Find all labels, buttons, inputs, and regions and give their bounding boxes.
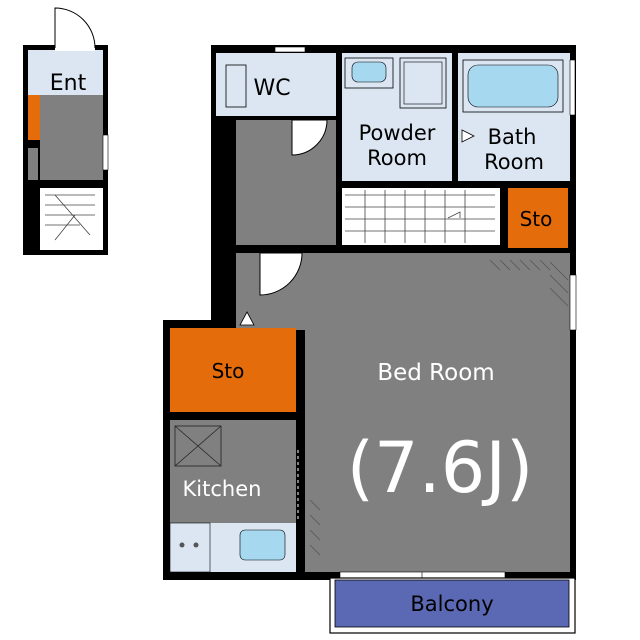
storage-left-label: Sto [212,359,245,383]
entrance-unit: Ent [23,7,109,255]
storage-small: Sto [508,188,568,271]
washer-space [399,57,447,109]
main-stair [342,188,500,245]
bath-window [569,59,576,116]
bedroom-closet-hatch [309,259,569,556]
bedroom-size-label: (7.6J) [347,427,534,509]
kitchen-sink [239,529,286,561]
bath-door-icon[interactable] [461,129,475,143]
entrance-hall-floor [40,95,103,180]
bath-label-line1: Bath [488,125,537,149]
balcony: Balcony [329,577,576,634]
entrance-storage [28,95,40,140]
kitchen-label: Kitchen [183,477,262,501]
stair-area [342,188,500,245]
hallway [216,119,336,320]
entrance-cabinet [28,148,38,180]
bath-label-line2: Room [484,150,544,174]
bath-room: Bath Room [458,53,576,181]
entrance-stair-lines [45,194,95,241]
powder-room: Powder Room [342,53,452,181]
wc-tank [225,64,247,108]
balcony-floor [334,579,570,628]
washbasin-sink [351,61,387,83]
powder-label-line1: Powder [359,121,436,145]
hallway-strip [216,120,236,320]
entrance-label: Ent [50,71,87,96]
wc-window [274,46,306,53]
storage-left-door-icon[interactable] [239,311,255,326]
storage-left: Sto [170,311,296,412]
storage-small-fill [508,188,568,248]
bedroom-sliding-door [339,571,506,579]
kitchen: Kitchen [169,420,299,573]
storage-small-label: Sto [520,207,553,231]
entry-door-swing[interactable] [54,7,96,49]
wc-label: WC [253,76,290,101]
kitchen-stove [169,522,211,573]
bedroom-floor [236,253,570,572]
entrance-window [102,134,109,171]
bathtub-basin [467,64,559,108]
bedroom-label: Bed Room [377,360,494,386]
bedroom-window-right [569,274,577,331]
bedroom-door-swing[interactable] [259,252,303,296]
powder-label-line2: Room [367,146,427,170]
balcony-label: Balcony [410,592,493,616]
entrance-floor [28,50,103,95]
storage-left-fill [170,328,296,412]
wc-room: WC [216,46,336,116]
hallway-door-swing[interactable] [291,119,328,156]
bedroom: Bed Room (7.6J) [236,252,577,579]
